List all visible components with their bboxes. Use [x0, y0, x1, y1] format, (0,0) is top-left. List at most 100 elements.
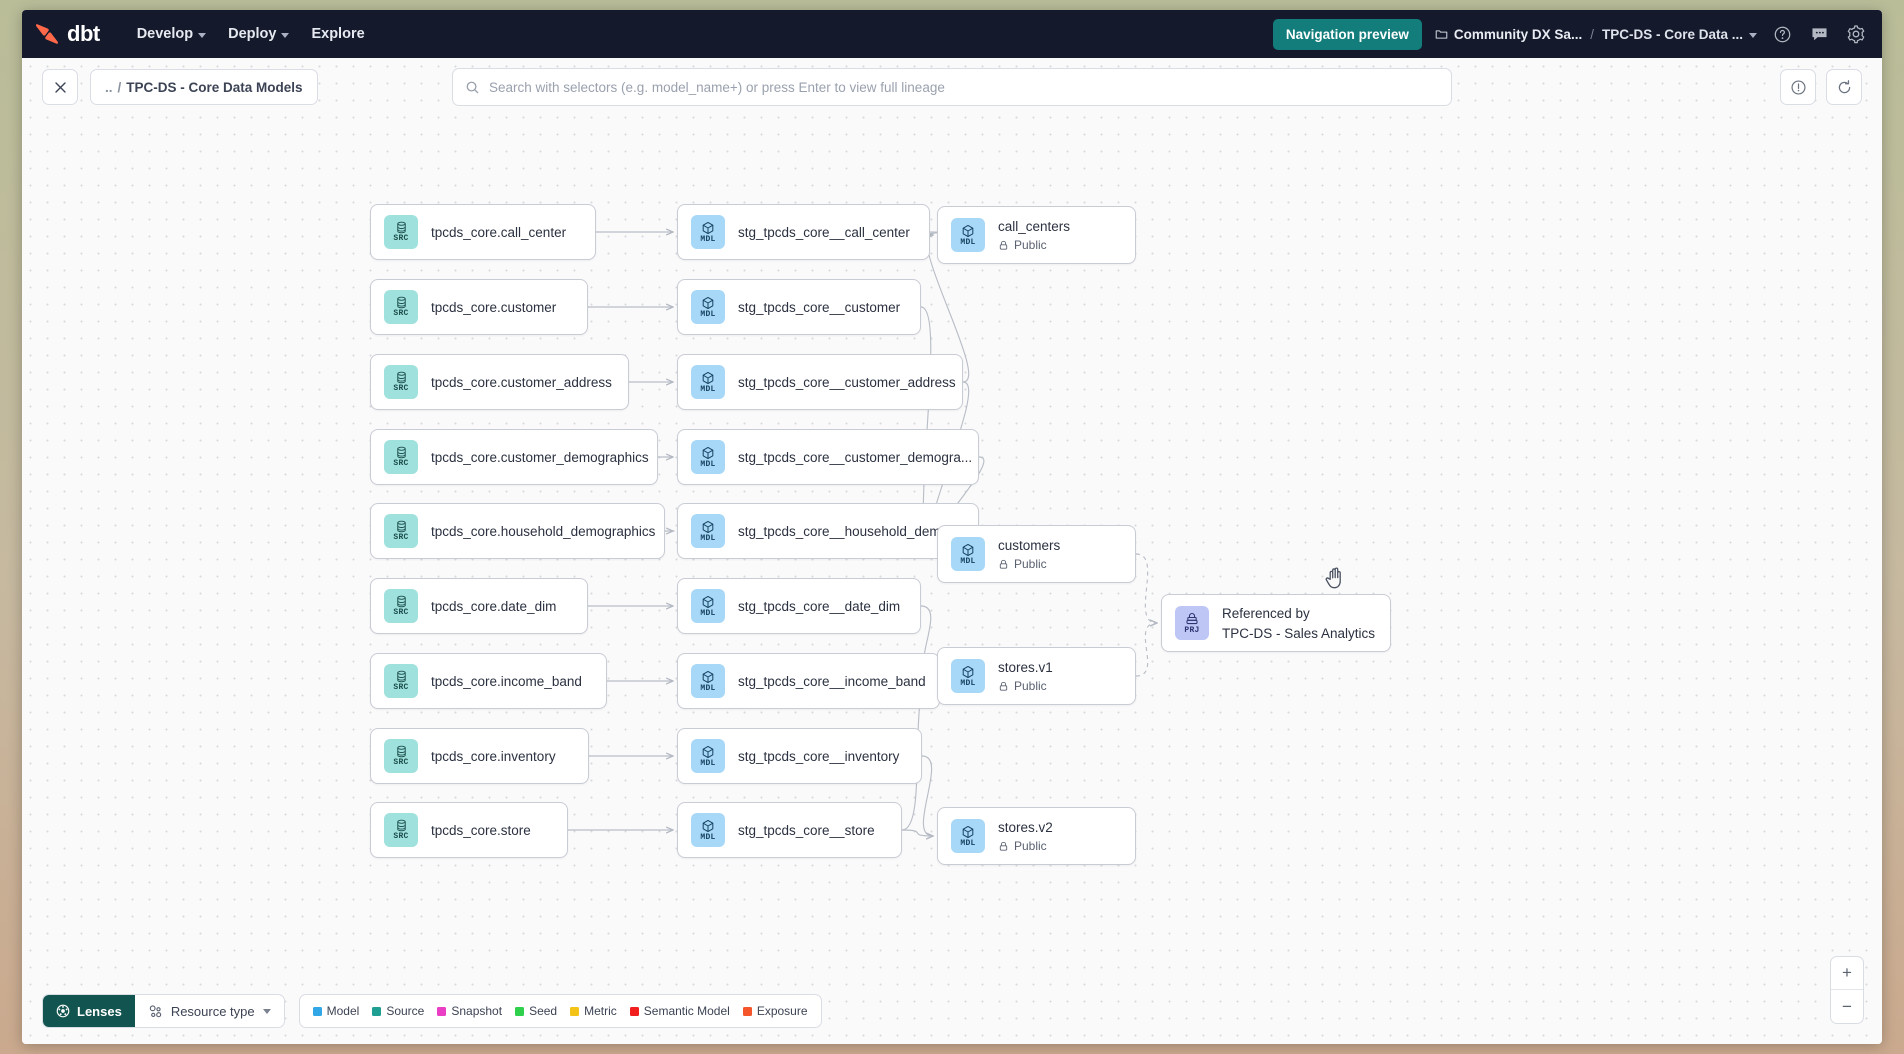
node-label: TPC-DS - Sales Analytics [1222, 625, 1376, 641]
node-label: tpcds_core.household_demographics [431, 523, 656, 539]
nav-item-deploy-label: Deploy [228, 26, 277, 42]
legend-item[interactable]: Source [372, 1004, 424, 1018]
node-type-badge-label: MDL [960, 838, 976, 848]
breadcrumb-account-label: Community DX Sa... [1453, 26, 1583, 42]
nav-item-explore-label: Explore [311, 26, 365, 42]
legend-swatch [312, 1006, 322, 1016]
resource-type-button[interactable]: Resource type [135, 995, 284, 1027]
node-access-label: Public [1014, 679, 1047, 693]
lock-icon [999, 841, 1008, 851]
search-input[interactable] [489, 79, 1439, 95]
database-icon [396, 819, 406, 832]
node-type-badge-label: SRC [393, 309, 409, 318]
database-icon [396, 221, 406, 234]
nav-item-develop-label: Develop [136, 26, 194, 42]
legend-item[interactable]: Metric [570, 1004, 617, 1018]
node-type-badge-label: MDL [700, 758, 716, 768]
resource-type-label: Resource type [170, 1003, 255, 1019]
dbt-logo-text: dbt [67, 21, 100, 46]
zoom-in-button[interactable]: + [1831, 957, 1863, 990]
nav-item-explore[interactable]: Explore [300, 20, 375, 48]
lenses-button[interactable]: Lenses [43, 995, 135, 1027]
node-type-badge-label: SRC [393, 234, 409, 243]
legend-swatch [629, 1006, 639, 1016]
cube-icon [702, 819, 714, 832]
lineage-node[interactable]: SRC tpcds_core.call_center [370, 204, 596, 260]
legend-item[interactable]: Seed [515, 1004, 557, 1018]
node-type-badge-mdl: MDL [691, 664, 725, 698]
node-label: stg_tpcds_core__date_dim [738, 598, 901, 614]
legend-item[interactable]: Model [312, 1004, 360, 1018]
nav-item-deploy[interactable]: Deploy [217, 20, 300, 48]
node-type-badge-label: MDL [700, 459, 716, 469]
node-access-label: Public [1014, 238, 1047, 252]
node-access-badge: Public [998, 679, 1053, 693]
settings-icon[interactable] [1844, 22, 1868, 46]
lineage-canvas[interactable]: .. / TPC-DS - Core Data Models [22, 58, 1882, 1044]
breadcrumb-account[interactable]: Community DX Sa... [1435, 27, 1582, 42]
cube-icon [702, 371, 714, 384]
legend-item[interactable]: Snapshot [437, 1004, 502, 1018]
legend-label: Model [326, 1004, 360, 1018]
node-type-badge-label: SRC [393, 608, 409, 617]
legend-item[interactable]: Exposure [742, 1004, 808, 1018]
node-type-badge-label: MDL [700, 384, 716, 394]
lineage-breadcrumb-dots: .. [105, 79, 113, 95]
node-type-badge-src: SRC [384, 589, 418, 623]
search-icon [466, 81, 479, 93]
node-type-badge-src: SRC [384, 365, 418, 399]
cube-icon [962, 224, 974, 237]
lineage-breadcrumb-separator: / [117, 79, 122, 95]
dbt-logo[interactable]: dbt [34, 21, 100, 47]
node-label: customers [998, 538, 1061, 553]
lineage-breadcrumb-button[interactable]: .. / TPC-DS - Core Data Models [90, 69, 318, 105]
legend-label: Snapshot [451, 1004, 503, 1018]
breadcrumb-project[interactable]: TPC-DS - Core Data ... [1602, 27, 1757, 42]
navigation-preview-button[interactable]: Navigation preview [1272, 18, 1422, 50]
help-icon[interactable] [1770, 22, 1794, 46]
node-label: tpcds_core.call_center [431, 224, 567, 240]
cube-icon [962, 665, 974, 678]
legend-item[interactable]: Semantic Model [629, 1004, 730, 1018]
lineage-refresh-button[interactable] [1826, 69, 1862, 105]
topbar-right-group: Navigation preview Community DX Sa... / … [1272, 18, 1868, 50]
lineage-search-box[interactable] [452, 68, 1452, 106]
chevron-down-icon [198, 32, 207, 38]
resource-type-legend: Model Source Snapshot Seed Metric Semantic Mo… [298, 994, 822, 1028]
nav-item-develop[interactable]: Develop [126, 20, 217, 48]
lineage-info-button[interactable] [1780, 69, 1816, 105]
node-type-badge-mdl: MDL [691, 290, 725, 324]
node-type-badge-src: SRC [384, 739, 418, 773]
legend-label: Exposure [756, 1004, 808, 1018]
close-lineage-button[interactable] [42, 69, 78, 105]
zoom-out-button[interactable]: − [1842, 996, 1852, 1016]
top-navigation-bar: dbt Develop Deploy Explore Navigation pr… [22, 10, 1882, 58]
feedback-icon[interactable] [1807, 22, 1831, 46]
chevron-down-icon [281, 32, 290, 38]
node-label: stg_tpcds_core__call_center [738, 224, 910, 240]
node-type-badge-mdl: MDL [951, 659, 985, 693]
